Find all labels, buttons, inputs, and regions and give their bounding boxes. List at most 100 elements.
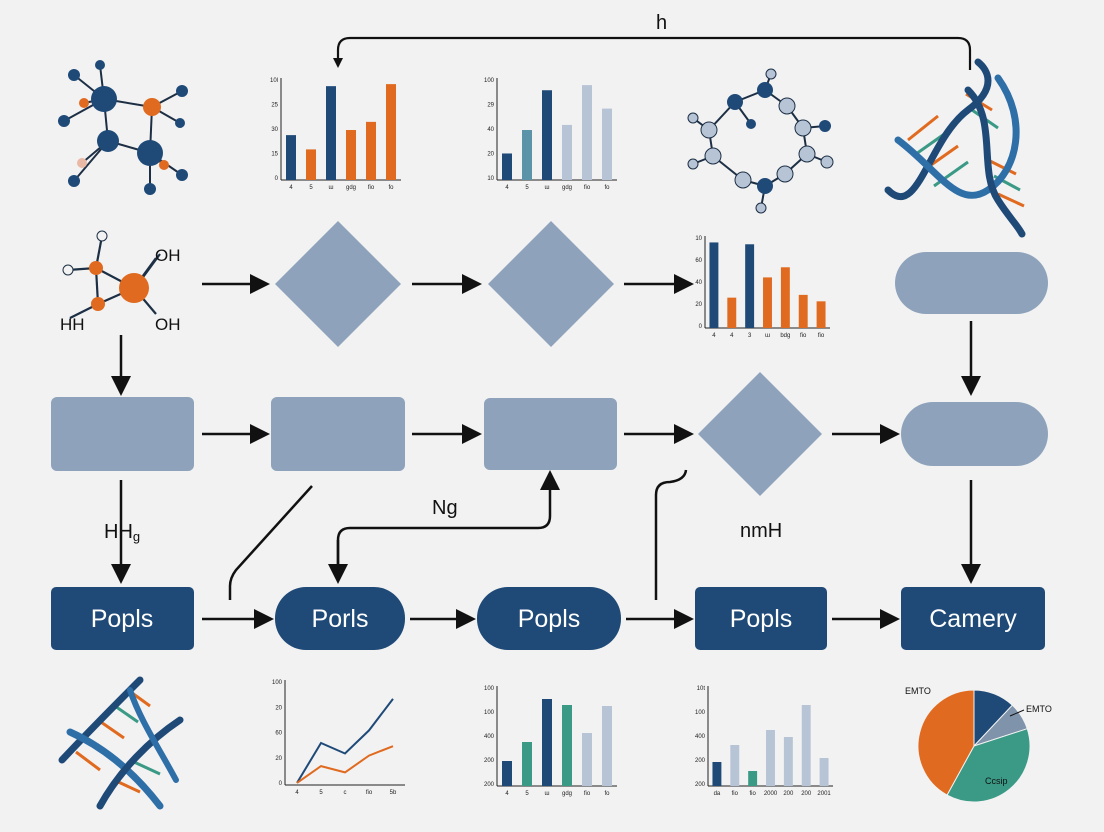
chart-x-tick-label: 5b xyxy=(390,790,397,796)
chart-bar xyxy=(502,153,512,180)
chart-y-tick-label: 100 xyxy=(484,710,495,716)
chart-y-tick-label: 0 xyxy=(699,324,703,330)
decision-diamond-1 xyxy=(275,221,401,347)
chart-x-tick-label: fo xyxy=(388,185,394,191)
chart-bar xyxy=(766,730,775,786)
chart-y-tick-label: 60 xyxy=(275,731,282,737)
chart-bar xyxy=(780,267,790,328)
node-popls-1 xyxy=(51,587,194,650)
pie-slice xyxy=(946,728,1031,803)
process-box-1 xyxy=(51,397,194,471)
chart-y-tick-label: 60 xyxy=(695,258,702,264)
chart-x-tick-label: 4 xyxy=(505,791,509,797)
chart-bar xyxy=(727,297,737,328)
chart-bar xyxy=(386,84,396,180)
chart-y-tick-label: 20 xyxy=(695,302,702,308)
chart-x-tick-label: 4 xyxy=(295,790,299,796)
chart-bar xyxy=(502,761,512,786)
chart-x-tick-label: ɯ xyxy=(329,185,334,191)
pie-label: EMTO xyxy=(1026,704,1052,714)
process-box-3 xyxy=(484,398,617,470)
chart-bar xyxy=(562,705,572,786)
chart-x-tick-label: c xyxy=(344,790,347,796)
chart-x-tick-label: ɯ xyxy=(545,185,550,191)
chart-y-tick-label: 10l xyxy=(270,78,278,84)
chart-bar xyxy=(562,124,572,180)
hh-label: HH xyxy=(60,315,85,334)
chart-x-tick-label: fio xyxy=(800,333,807,339)
chart-y-tick-label: 100 xyxy=(272,680,283,686)
chart-bar xyxy=(306,149,316,180)
node-camery xyxy=(901,587,1045,650)
chart-x-tick-label: 200 xyxy=(801,791,812,797)
chart-y-tick-label: 10t xyxy=(697,686,706,692)
terminal-pill-mid xyxy=(901,402,1048,466)
node-popls-1-label: Popls xyxy=(91,605,154,633)
chart-y-tick-label: 200 xyxy=(695,782,706,788)
chart-x-tick-label: gdg xyxy=(346,185,356,191)
dna-helix-icon xyxy=(58,676,184,810)
chart-y-tick-label: 29 xyxy=(487,103,494,109)
node-popls-2-label: Popls xyxy=(518,605,581,633)
chart-x-tick-label: 3 xyxy=(748,333,752,339)
chart-bar xyxy=(730,745,740,786)
chart-series-line xyxy=(296,698,394,784)
chart-x-tick-label: ɯ xyxy=(545,791,550,797)
node-camery-label: Camery xyxy=(929,605,1017,633)
chart-bar xyxy=(709,242,719,328)
decision-diamond-3 xyxy=(698,372,822,496)
chart-y-tick-label: 200 xyxy=(695,758,706,764)
hydroxyl-molecule-icon xyxy=(62,230,161,319)
top-loop-label: h xyxy=(656,12,667,34)
chart-bar xyxy=(602,706,612,786)
chart-x-tick-label: 4 xyxy=(289,185,293,191)
chart-bar xyxy=(522,742,532,786)
chart-x-tick-label: fo xyxy=(604,185,610,191)
chart-series-line xyxy=(296,745,394,784)
chart-x-tick-label: 5 xyxy=(309,185,313,191)
top-loop-arrow xyxy=(333,36,972,70)
pie-slice xyxy=(917,689,975,796)
node-popls-2 xyxy=(477,587,621,650)
chart-y-tick-label: 40 xyxy=(695,280,702,286)
chart-y-tick-label: 10 xyxy=(695,236,702,242)
chart-x-tick-label: bdg xyxy=(780,333,790,339)
diagonal-connector xyxy=(228,485,313,600)
chart-y-tick-label: 400 xyxy=(484,734,495,740)
chart-x-tick-label: da xyxy=(714,791,721,797)
chart-y-tick-label: 100 xyxy=(695,710,706,716)
chart-y-tick-label: 20 xyxy=(275,705,282,711)
chart-bar xyxy=(819,758,829,786)
chart-bar xyxy=(346,130,356,180)
chart-x-tick-label: 5 xyxy=(525,185,529,191)
chart-bar xyxy=(783,737,793,786)
pie-chart: EMTO EMTO Ccsip xyxy=(905,686,1052,803)
chart-y-tick-label: 200 xyxy=(484,758,495,764)
chart-x-tick-label: fio xyxy=(732,791,739,797)
chart-y-tick-label: 15 xyxy=(271,152,278,158)
chart-x-tick-label: 4 xyxy=(730,333,734,339)
pie-label: Ccsip xyxy=(985,776,1008,786)
terminal-pill-top xyxy=(895,252,1048,314)
pie-leader-line xyxy=(1009,709,1025,717)
pie-label: EMTO xyxy=(905,686,931,696)
chart-bar xyxy=(712,762,722,786)
chart-bar xyxy=(522,130,532,180)
chart-x-tick-label: fio xyxy=(368,185,375,191)
mid-right-label: nmH xyxy=(740,520,782,542)
chart-x-tick-label: fio xyxy=(818,333,825,339)
chart-y-tick-label: 20 xyxy=(275,756,282,762)
chart-bar xyxy=(801,705,811,786)
chart-bar xyxy=(763,277,772,328)
left-mid-label: HHg xyxy=(104,521,140,544)
molecule-icon xyxy=(58,60,188,195)
chart-bar xyxy=(745,244,755,328)
curve-connector xyxy=(654,469,688,600)
chart-bar xyxy=(582,733,592,786)
chart-bar xyxy=(816,301,826,328)
